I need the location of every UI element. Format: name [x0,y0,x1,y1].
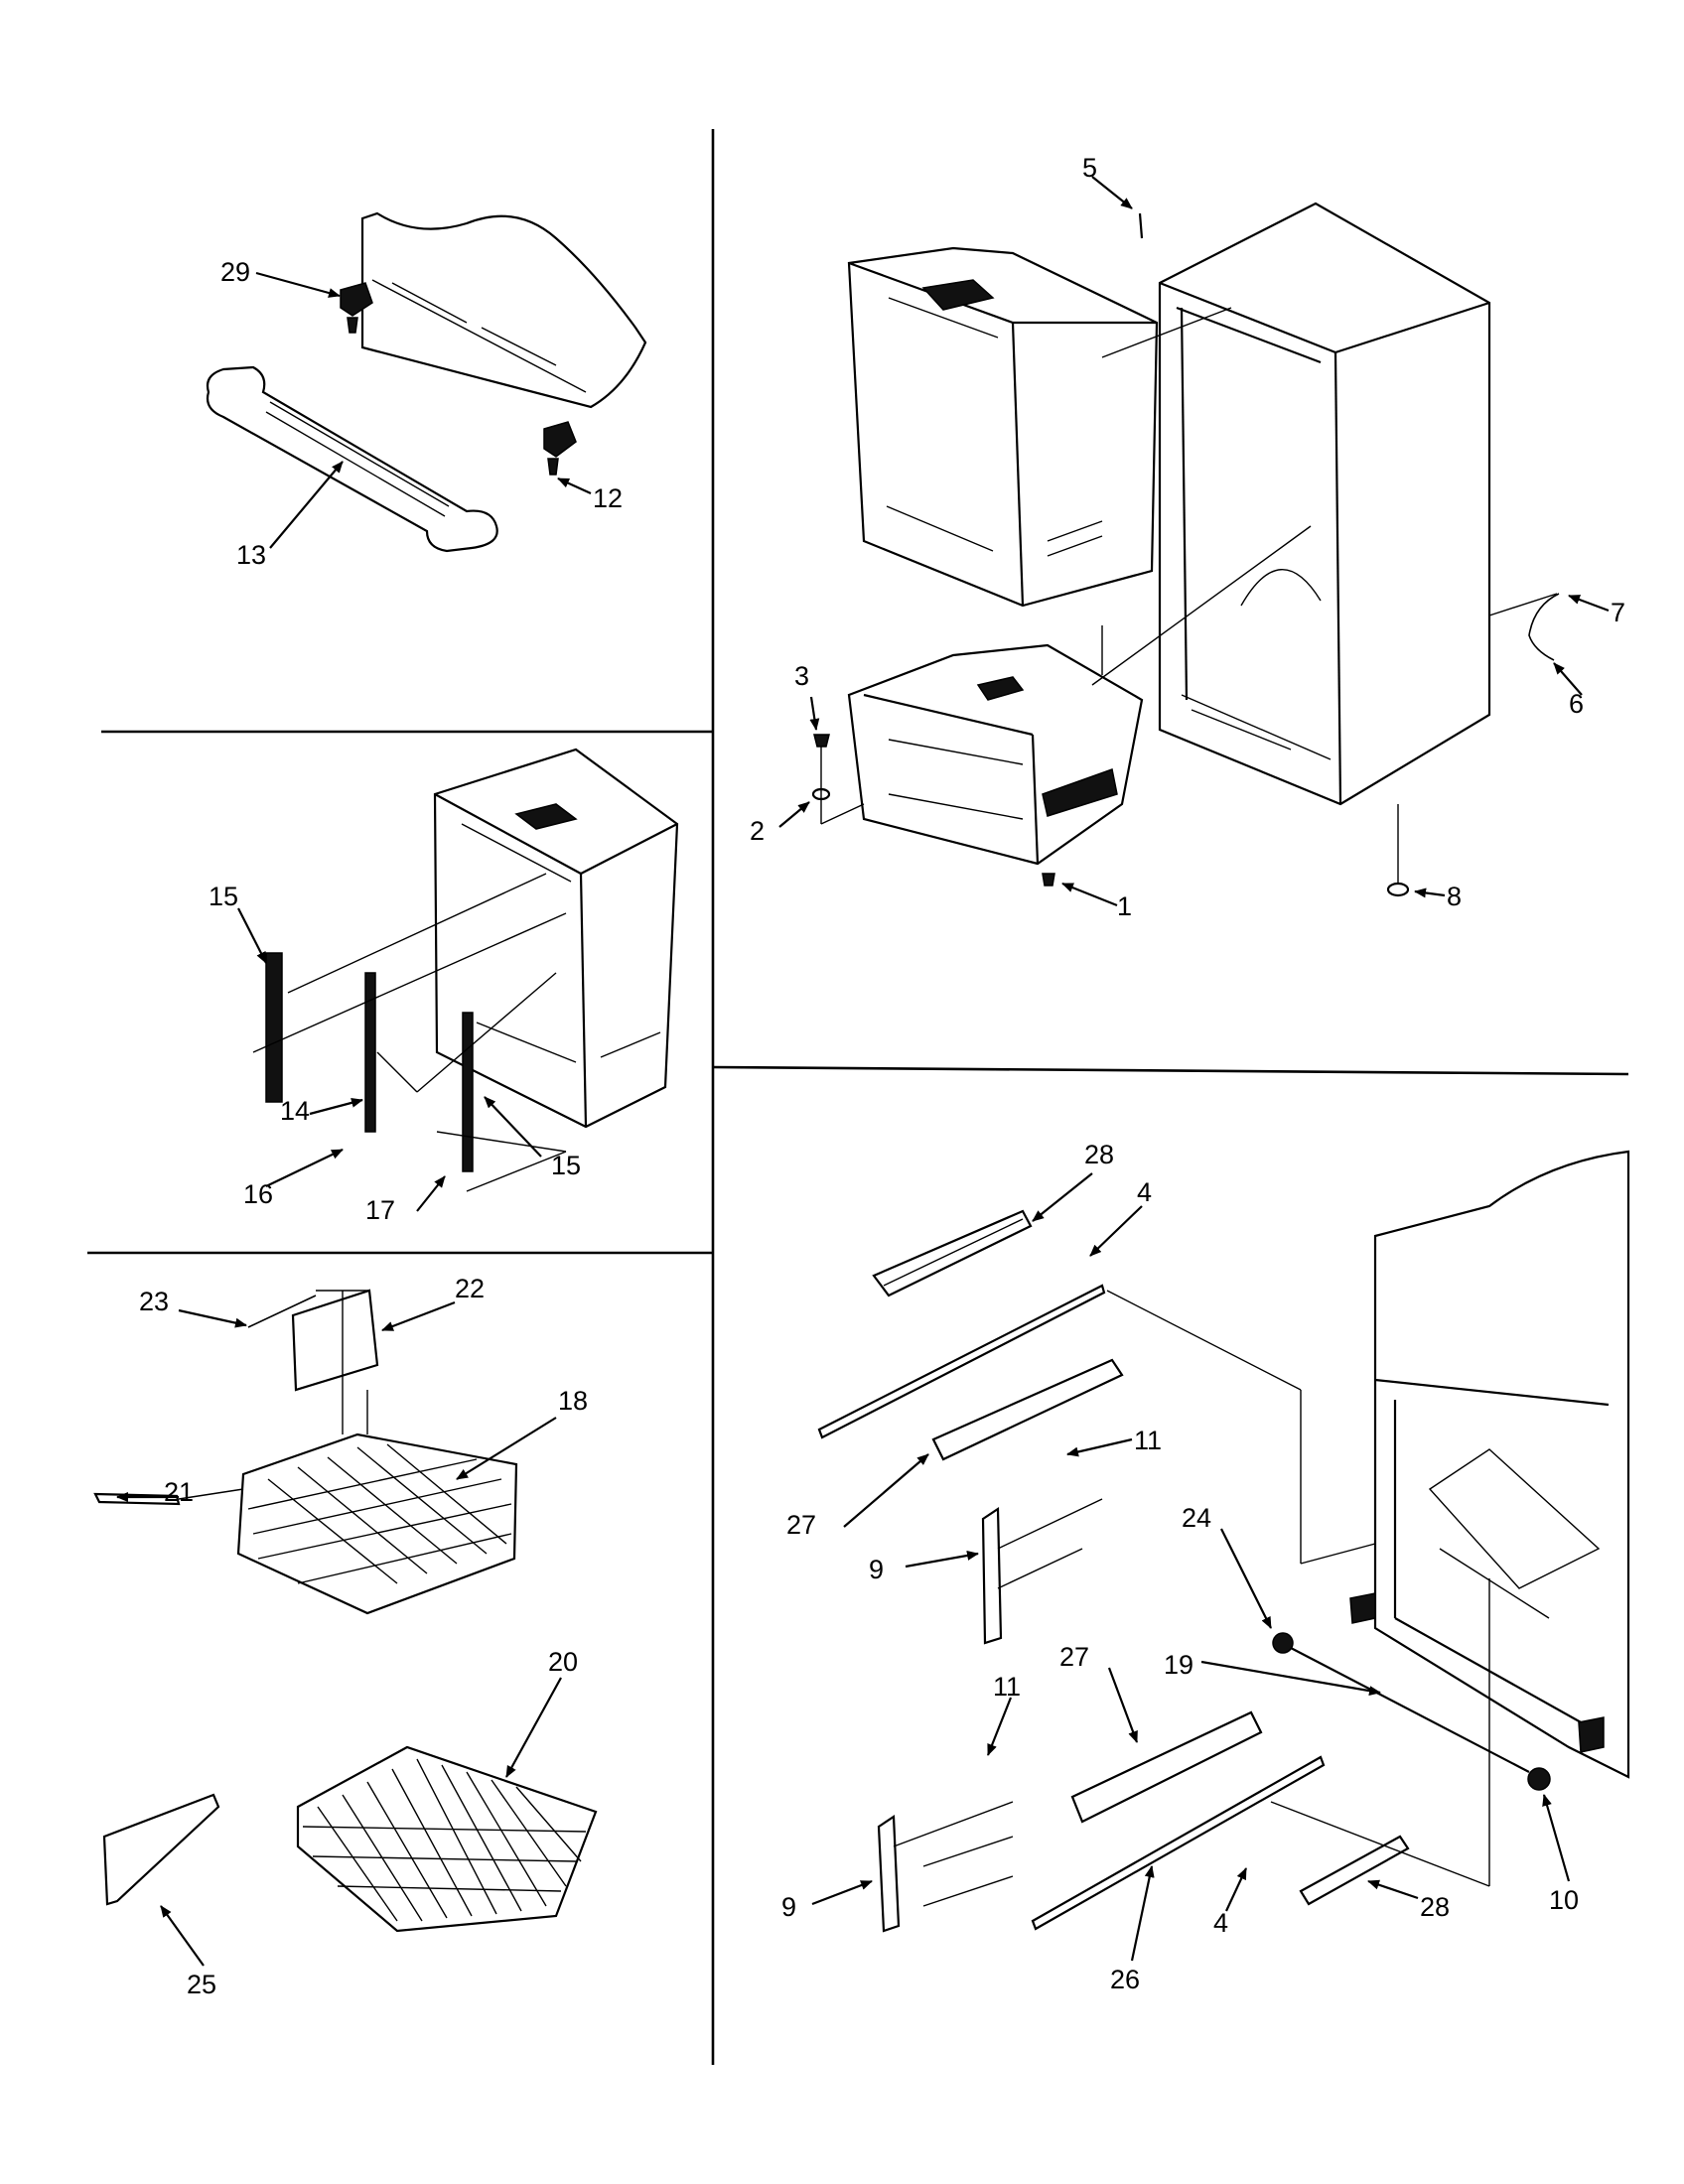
callout-25: 25 [187,1970,216,1999]
callout-10: 10 [1549,1885,1579,1915]
basket-bracket [291,1289,379,1392]
callout-22: 22 [455,1274,485,1303]
bumper-part-1 [1042,873,1055,887]
callout-13: 13 [236,540,266,570]
screw-left [347,317,358,334]
callout-7: 7 [1611,598,1625,627]
panel-handle-assembly [206,211,647,553]
callout-29: 29 [220,257,250,287]
strip-14 [364,972,376,1133]
callout-4-lower: 4 [1213,1908,1228,1938]
slide-rail-upper [817,1284,1106,1439]
callout-15-right: 15 [551,1151,581,1180]
hinge-bracket-right [543,421,577,458]
callout-3: 3 [794,661,809,691]
freezer-cabinet-corner [1373,1150,1630,1779]
drain-tube [1528,593,1560,661]
callout-27-upper: 27 [786,1510,816,1540]
callout-11-lower: 11 [993,1672,1021,1702]
callout-23: 23 [139,1287,169,1316]
basket-wire-pattern-20 [302,1758,587,1922]
screw-part-3 [813,734,830,748]
callout-15-left: 15 [209,882,238,911]
callout-8: 8 [1447,882,1462,911]
panel-baskets [93,1289,598,1967]
callout-18: 18 [558,1386,588,1416]
rail-support-upper [981,1506,1003,1645]
lower-liner [847,643,1144,866]
handle-bar [206,365,498,553]
callout-4-upper: 4 [1137,1177,1152,1207]
panel-slide-rails [811,1150,1630,1962]
callout-1: 1 [1117,891,1132,921]
panel-liner-strips [237,748,679,1212]
callout-19: 19 [1164,1650,1193,1680]
callout-5: 5 [1082,153,1097,183]
callout-27-lower: 27 [1059,1642,1089,1672]
basket-wire-pattern-18 [247,1443,512,1584]
panel-dividers [87,129,1629,2065]
strip-15-left [265,952,283,1103]
callout-28-upper: 28 [1084,1140,1114,1169]
panel-cabinet-assembly [778,176,1610,907]
strip-15-right [462,1012,474,1172]
screw-right [547,458,559,476]
upper-liner [847,246,1159,608]
callout-16: 16 [243,1179,273,1209]
callout-9-upper: 9 [869,1555,884,1584]
callout-28-lower: 28 [1420,1892,1450,1922]
callout-11-upper: 11 [1134,1426,1162,1455]
upper-basket [236,1433,518,1615]
basket-divider-25 [102,1793,220,1906]
callout-21: 21 [164,1477,194,1507]
middle-liner [433,748,679,1129]
callout-12: 12 [593,483,623,513]
slide-rail-lower [1031,1755,1326,1931]
callout-6: 6 [1569,689,1584,719]
callout-labels: 29 12 13 5 3 2 1 7 6 8 15 14 16 17 15 23… [139,153,1625,1999]
callout-14: 14 [280,1096,310,1126]
callout-26: 26 [1110,1965,1140,1994]
callout-2: 2 [750,816,765,846]
hinge-bracket-left [340,282,373,317]
roller-24 [1272,1632,1294,1654]
callout-20: 20 [548,1647,578,1677]
rail-cover-upper [931,1358,1124,1461]
roller-10 [1527,1767,1551,1791]
rail-support-lower [877,1815,901,1933]
callout-17: 17 [365,1195,395,1225]
rail-cover-lower [1070,1710,1263,1824]
slide-bracket-lower [1299,1835,1410,1906]
callout-24: 24 [1182,1503,1211,1533]
outer-cabinet [1158,202,1491,806]
gasket-strip [1138,212,1144,239]
drawer-front-section [360,211,647,409]
leveling-foot [1386,882,1410,897]
callout-9-lower: 9 [781,1892,796,1922]
